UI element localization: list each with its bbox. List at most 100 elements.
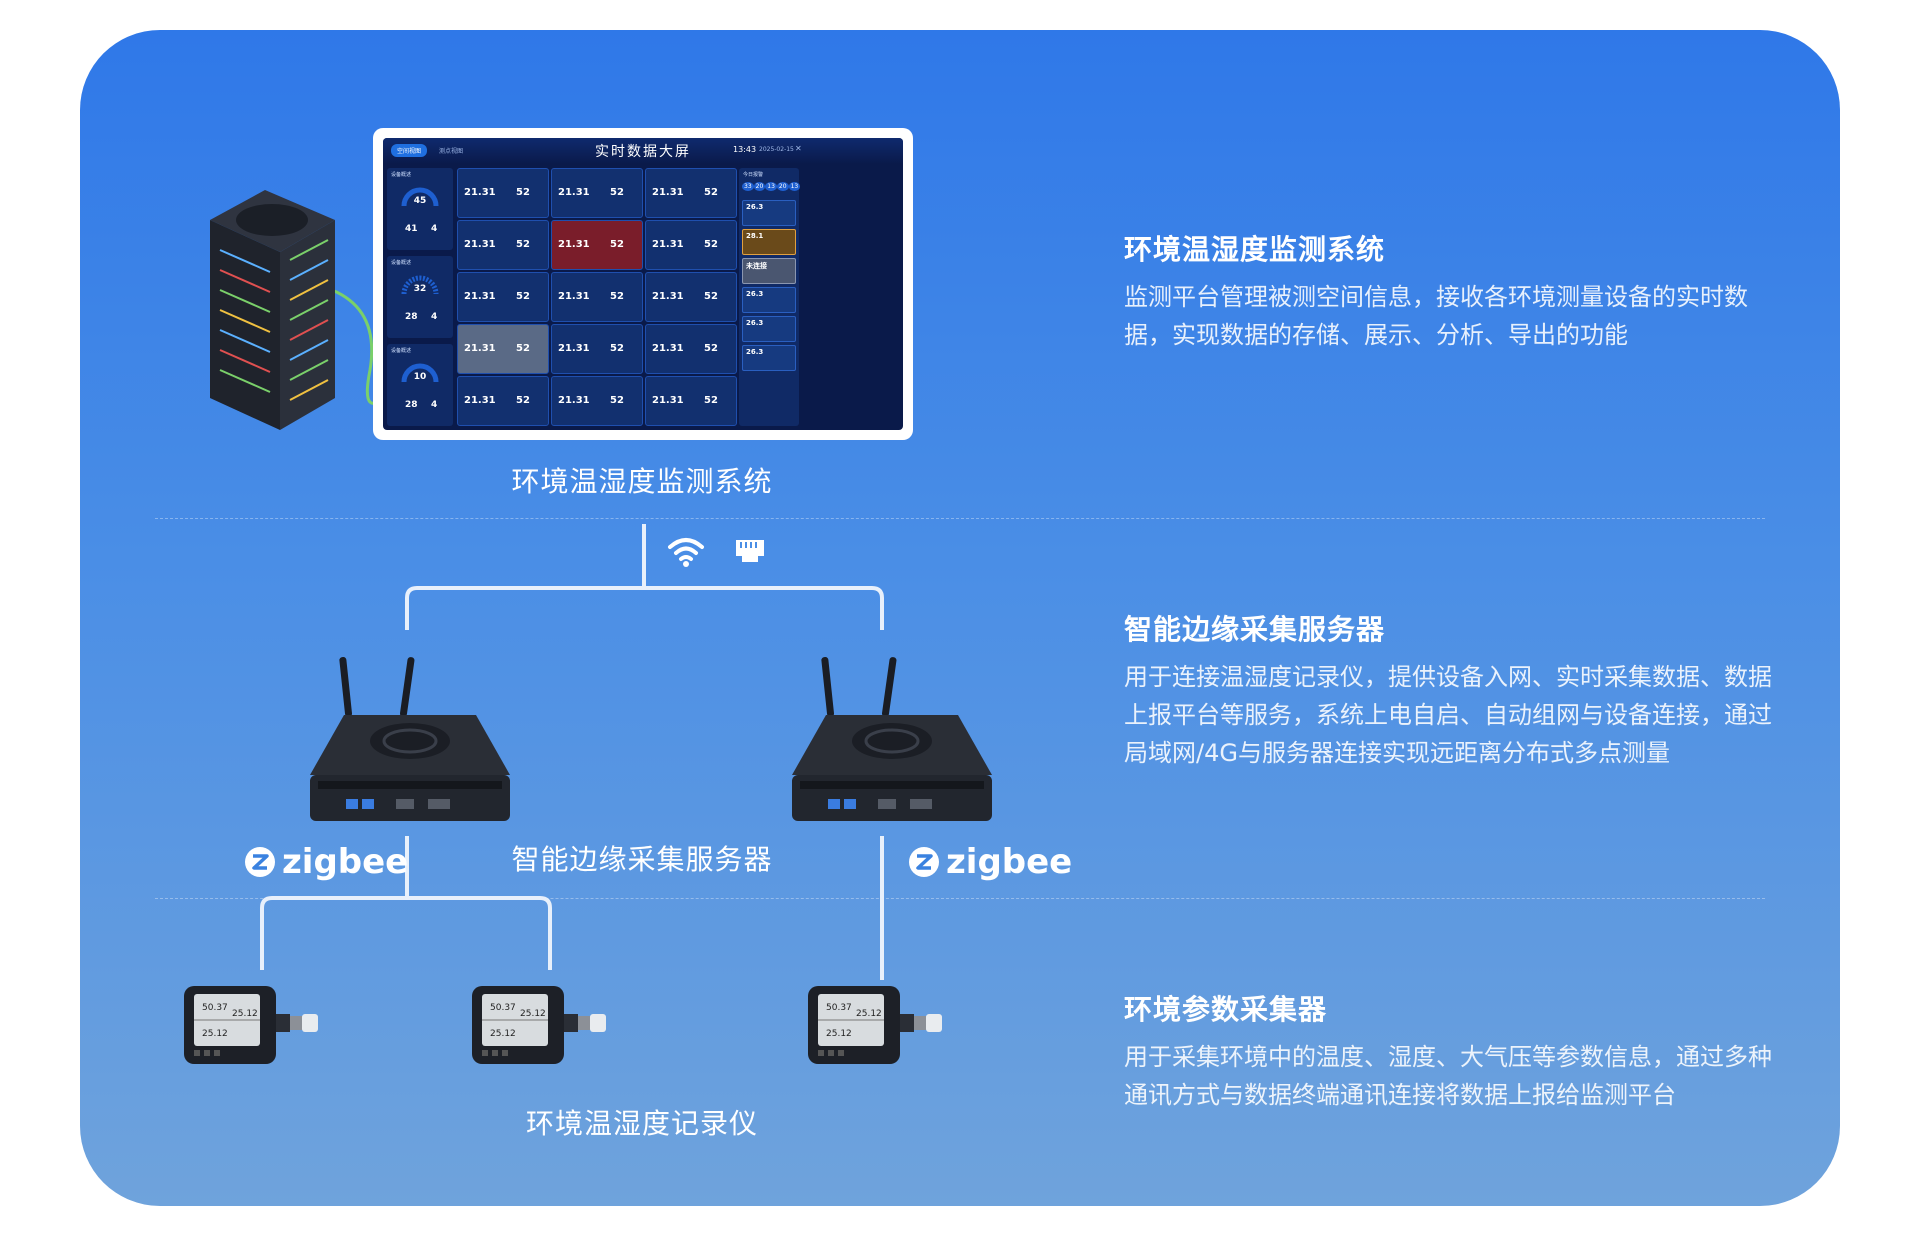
sensor-humidity: 52: [704, 343, 718, 354]
sensor-temp: 21.31: [652, 291, 684, 302]
section-title-collector: 环境参数采集器: [1124, 993, 1328, 1026]
sensor-grid: 21.31 52 21.31 52 21.31 52 21.31 52 21.31 52 21.31…: [457, 168, 737, 426]
sensor-card[interactable]: 21.31 52: [551, 376, 643, 426]
temperature-logger-device: 50.37 25.12 25.12: [808, 986, 942, 1064]
tab-point-view[interactable]: 测点视图: [439, 148, 464, 155]
sensor-humidity: 52: [704, 239, 718, 250]
alarm-item[interactable]: 26.3: [742, 200, 796, 226]
logger-value: 25.12: [202, 1029, 228, 1039]
caption-logger: 环境温湿度记录仪: [525, 1107, 758, 1140]
alarm-item-value: 26.3: [746, 319, 764, 327]
sensor-temp: 21.31: [558, 395, 590, 406]
sensor-temp: 21.31: [652, 239, 684, 250]
zigbee-logo-left: zigbee: [244, 842, 408, 882]
gauge-label: 设备概述: [391, 260, 412, 266]
sensor-humidity: 52: [704, 187, 718, 198]
sensor-card[interactable]: 21.31 52: [645, 220, 737, 270]
zigbee-logo-right: zigbee: [908, 842, 1072, 882]
alarm-item-value: 26.3: [746, 348, 764, 356]
edge-gateway-left: [310, 657, 510, 821]
sensor-temp: 21.31: [558, 239, 590, 250]
sensor-card[interactable]: 21.31 52: [645, 324, 737, 374]
divider-bottom: [155, 898, 1765, 899]
gauge-value: 10: [413, 372, 427, 382]
dashboard-title: 实时数据大屏: [595, 144, 691, 160]
sensor-temp: 21.31: [558, 187, 590, 198]
sensor-humidity: 52: [610, 343, 624, 354]
tab-space-view[interactable]: 空间视图: [391, 144, 428, 157]
alarm-item-value: 未连接: [746, 262, 767, 270]
alarm-item[interactable]: 26.3: [742, 316, 796, 342]
alarm-item-value: 28.1: [746, 232, 764, 240]
sensor-card[interactable]: 21.31 52: [645, 376, 737, 426]
alarm-item[interactable]: 26.3: [742, 287, 796, 313]
gauge-value: 45: [413, 196, 427, 206]
sensor-card[interactable]: 21.31 52: [551, 272, 643, 322]
sensor-humidity: 52: [516, 343, 530, 354]
sensor-temp: 21.31: [558, 291, 590, 302]
sensor-card[interactable]: 21.31 52: [551, 324, 643, 374]
logger-value: 50.37: [202, 1003, 228, 1013]
temperature-logger-device: 50.37 25.12 25.12: [472, 986, 606, 1064]
gauge-label: 设备概述: [391, 348, 412, 354]
sensor-card[interactable]: 21.31 52: [551, 168, 643, 218]
sensor-humidity: 52: [516, 187, 530, 198]
zigbee-label: zigbee: [282, 842, 409, 882]
gauge-b: 4: [431, 312, 438, 322]
sensor-humidity: 52: [610, 395, 624, 406]
divider-top: [155, 518, 1765, 519]
caption-gateway: 智能边缘采集服务器: [511, 843, 773, 876]
gauge-a: 28: [405, 400, 418, 410]
sensor-temp: 21.31: [464, 395, 496, 406]
dashboard-time: 13:43: [733, 145, 757, 154]
logger-value: 50.37: [490, 1003, 516, 1013]
sensor-temp: 21.31: [652, 395, 684, 406]
alarm-count: 33: [742, 182, 754, 191]
sensor-temp: 21.31: [558, 343, 590, 354]
sensor-humidity: 52: [516, 291, 530, 302]
alarm-item[interactable]: 26.3: [742, 345, 796, 371]
dashboard-screen: 空间视图 测点视图 实时数据大屏 13:43 2025-02-15 ✕ 设备概述…: [383, 138, 903, 430]
gauge-card: 设备概述 10 28 4: [387, 344, 453, 426]
sensor-humidity: 52: [704, 395, 718, 406]
logger-value: 25.12: [856, 1009, 882, 1019]
sensor-card[interactable]: 21.31 52: [457, 220, 549, 270]
section-desc-collector: 用于采集环境中的温度、湿度、大气压等参数信息，通过多种通讯方式与数据终端通讯连接…: [1124, 1043, 1772, 1109]
alarm-list: 26.3 28.1 未连接 26.3 26.3 26.3: [742, 200, 796, 374]
logger-value: 50.37: [826, 1003, 852, 1013]
alarm-item-value: 26.3: [746, 290, 764, 298]
alarm-item[interactable]: 28.1: [742, 229, 796, 255]
dashboard-monitor: 空间视图 测点视图 实时数据大屏 13:43 2025-02-15 ✕ 设备概述…: [373, 128, 913, 440]
gauge-b: 4: [431, 224, 438, 234]
gauge-card: 设备概述 32 28 4: [387, 256, 453, 338]
sensor-temp: 21.31: [464, 239, 496, 250]
alarm-count: 13: [765, 182, 777, 191]
sensor-humidity: 52: [516, 239, 530, 250]
sensor-humidity: 52: [610, 187, 624, 198]
alarm-item[interactable]: 未连接: [742, 258, 796, 284]
gauge-label: 设备概述: [391, 172, 412, 178]
sensor-humidity: 52: [610, 239, 624, 250]
alarm-count: 20: [753, 182, 766, 191]
sensor-temp: 21.31: [652, 343, 684, 354]
server-rack-icon: [210, 190, 335, 430]
diagram-panel: 环境温湿度监测系统 监测平台管理被测空间信息，接收各环境测量设备的实时数据，实现…: [80, 30, 1840, 1206]
alarm-count: 13: [788, 182, 801, 191]
sensor-humidity: 52: [610, 291, 624, 302]
close-icon[interactable]: ✕: [795, 144, 802, 153]
section-title-gateway: 智能边缘采集服务器: [1124, 613, 1386, 646]
section-desc-gateway: 用于连接温湿度记录仪，提供设备入网、实时采集数据、数据上报平台等服务，系统上电自…: [1124, 663, 1772, 767]
wifi-icon: [668, 538, 704, 567]
sensor-card[interactable]: 21.31 52: [551, 220, 643, 270]
alarm-title: 今日报警: [743, 172, 764, 178]
gauge-card: 设备概述 45 41 4: [387, 168, 453, 250]
zigbee-label: zigbee: [946, 842, 1073, 882]
section-title-system: 环境温湿度监测系统: [1124, 233, 1386, 266]
